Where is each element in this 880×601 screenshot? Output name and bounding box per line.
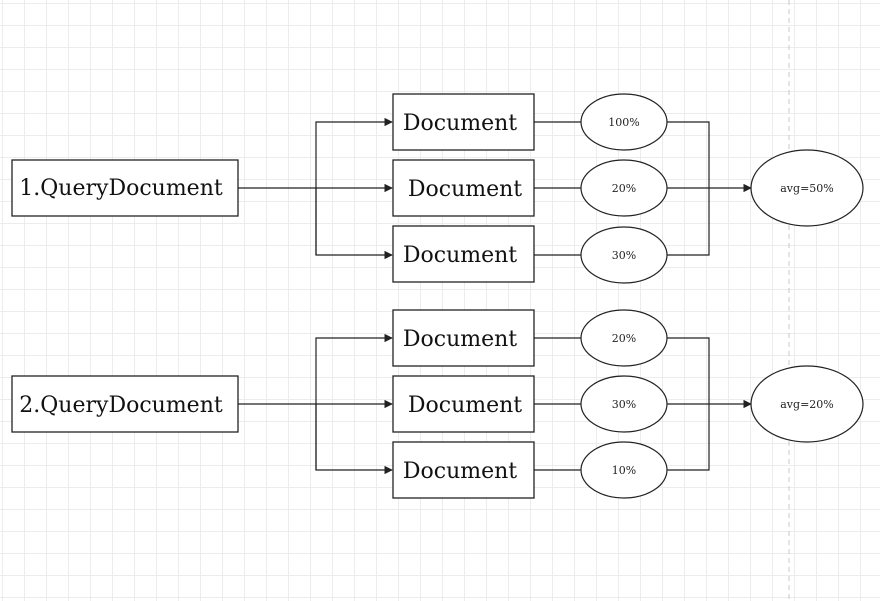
- score-label: 30%: [612, 249, 636, 262]
- score-label: 30%: [612, 398, 636, 411]
- score-oval: 20%: [580, 159, 668, 217]
- score-oval: 30%: [580, 375, 668, 433]
- document-label: Document: [408, 177, 522, 202]
- score-label: 100%: [608, 116, 639, 129]
- score-oval: 100%: [580, 93, 668, 151]
- average-label: avg=20%: [780, 398, 833, 411]
- document-label: Document: [403, 111, 517, 136]
- query-group-2: 2.QueryDocument Document Document Docume…: [11, 309, 864, 499]
- query-label: 1.QueryDocument: [19, 176, 223, 201]
- edge-query1-doc3: [315, 188, 393, 260]
- connectors-group-2: [238, 333, 752, 475]
- document-label: Document: [403, 327, 517, 352]
- document-node: Document: [392, 225, 535, 283]
- score-oval: 10%: [580, 441, 668, 499]
- score-label: 20%: [612, 332, 636, 345]
- document-label: Document: [403, 243, 517, 268]
- score-label: 20%: [612, 182, 636, 195]
- edge-query2-doc3: [315, 404, 393, 475]
- average-oval: avg=20%: [750, 365, 864, 443]
- document-label: Document: [408, 393, 522, 418]
- average-oval: avg=50%: [750, 149, 864, 227]
- document-node: Document: [392, 159, 535, 217]
- score-label: 10%: [612, 464, 636, 477]
- query-group-1: 1.QueryDocument Document Document Docume…: [11, 93, 864, 284]
- score-oval: 20%: [580, 309, 668, 367]
- connectors-group-1: [238, 117, 752, 260]
- average-label: avg=50%: [780, 182, 833, 195]
- query-label: 2.QueryDocument: [19, 393, 223, 418]
- score-oval: 30%: [580, 226, 668, 284]
- query-node-2: 2.QueryDocument: [11, 375, 239, 433]
- document-node: Document: [392, 375, 535, 433]
- document-node: Document: [392, 309, 535, 367]
- document-node: Document: [392, 441, 535, 499]
- query-node-1: 1.QueryDocument: [11, 159, 239, 217]
- document-label: Document: [403, 459, 517, 484]
- document-node: Document: [392, 93, 535, 151]
